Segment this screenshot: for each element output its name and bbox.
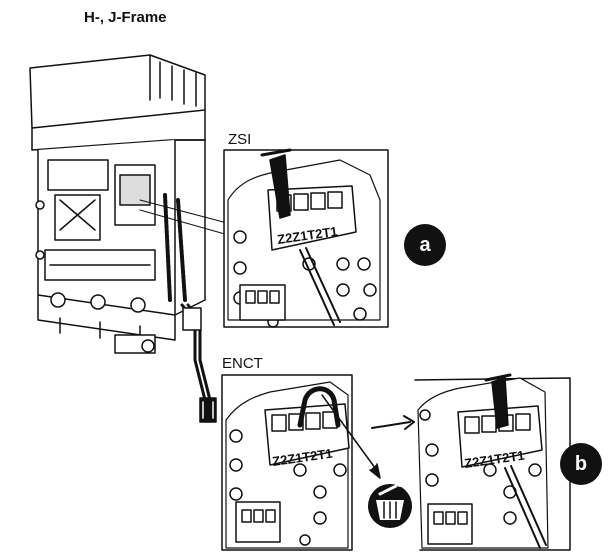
marker-a: a: [404, 224, 446, 266]
breaker-illustration: [29, 54, 206, 354]
zsi-zoom-panel: [223, 148, 389, 328]
arrow-icon: [371, 415, 415, 430]
brush-icon: [368, 481, 412, 528]
enct-remove-panel: [221, 374, 381, 551]
zsi-label: ZSI: [228, 131, 252, 148]
marker-b: b: [560, 443, 602, 485]
enct-label: ENCT: [222, 355, 263, 372]
enct-insert-panel: [414, 373, 571, 551]
page-title: H-, J-Frame: [84, 9, 167, 26]
